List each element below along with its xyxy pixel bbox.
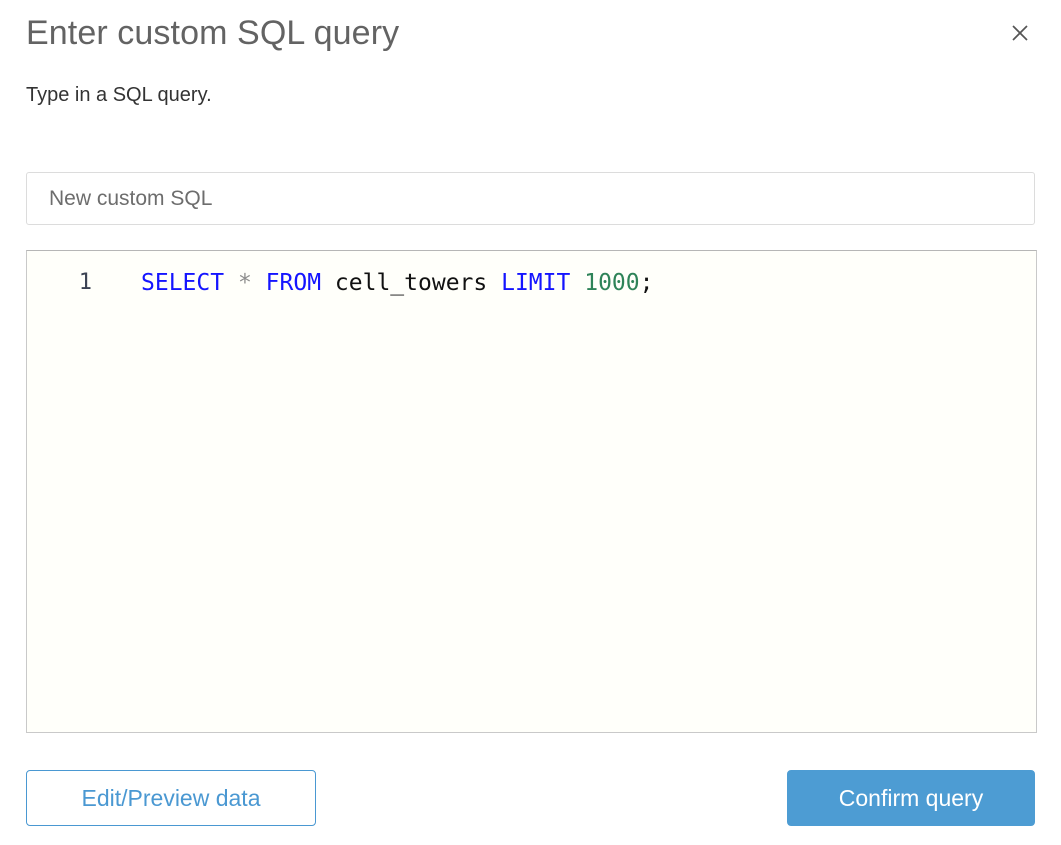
sql-token-keyword: SELECT	[141, 270, 225, 296]
sql-editor-text-area[interactable]	[27, 251, 1036, 732]
page-title: Enter custom SQL query	[26, 14, 400, 52]
confirm-query-button[interactable]: Confirm query	[787, 770, 1035, 826]
sql-token-operator: *	[237, 270, 252, 296]
sql-token-plain	[321, 270, 335, 296]
sql-token-plain	[487, 270, 501, 296]
sql-editor[interactable]: 1 SELECT * FROM cell_towers LIMIT 1000;	[26, 250, 1037, 733]
sql-token-ident: cell_towers	[334, 270, 488, 296]
sql-token-plain	[252, 270, 266, 296]
close-icon-glyph	[1012, 25, 1028, 41]
sql-token-keyword: LIMIT	[501, 270, 571, 296]
sql-token-plain	[570, 270, 584, 296]
dialog-subtitle: Type in a SQL query.	[26, 84, 212, 106]
sql-code-text: SELECT * FROM cell_towers LIMIT 1000;	[141, 266, 653, 300]
sql-token-keyword: FROM	[265, 270, 322, 296]
sql-token-punct: ;	[639, 270, 654, 296]
close-icon[interactable]	[1005, 18, 1035, 48]
query-name-input[interactable]	[26, 172, 1035, 225]
line-number-gutter: 1	[78, 270, 92, 295]
sql-token-number: 1000	[584, 270, 640, 296]
code-line: 1 SELECT * FROM cell_towers LIMIT 1000;	[27, 266, 1036, 300]
edit-preview-data-button[interactable]: Edit/Preview data	[26, 770, 316, 826]
sql-token-plain	[224, 270, 238, 296]
